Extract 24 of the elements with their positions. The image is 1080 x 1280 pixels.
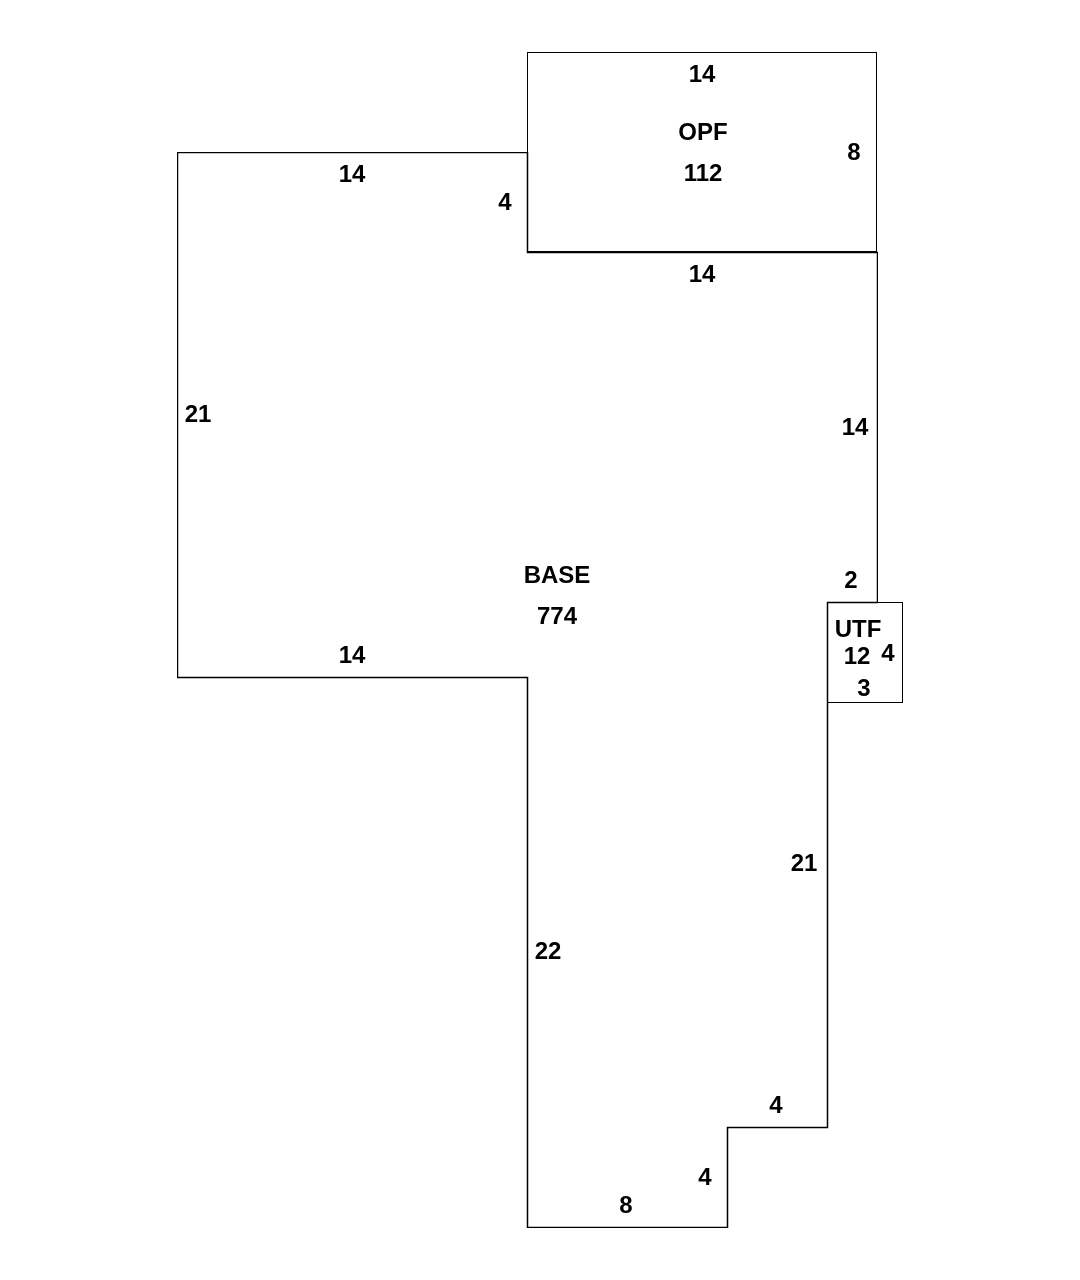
dimension-label: 14 [841,415,869,439]
dimension-label: 14 [338,162,366,186]
dimension-label: 4 [769,1093,783,1117]
area-value: 112 [683,161,723,185]
dimension-label: 8 [619,1193,633,1217]
area-value: 774 [537,604,577,628]
area-value: 12 [843,644,871,668]
dimension-label: 22 [534,939,562,963]
dimension-label: 4 [698,1165,712,1189]
dimension-label: 8 [847,140,861,164]
dimension-label: 4 [498,190,512,214]
dimension-label: 21 [790,851,818,875]
dimension-label: 4 [881,641,895,665]
dimension-label: 3 [857,676,871,700]
area-name: UTF [834,617,882,641]
area-name: BASE [523,563,591,587]
dimension-label: 14 [688,62,716,86]
room-outline [827,602,903,703]
dimension-label: 14 [338,643,366,667]
area-name: OPF [678,120,728,144]
room-outline [527,52,877,252]
dimension-label: 14 [688,262,716,286]
dimension-label: 21 [184,402,212,426]
dimension-label: 2 [844,568,858,592]
